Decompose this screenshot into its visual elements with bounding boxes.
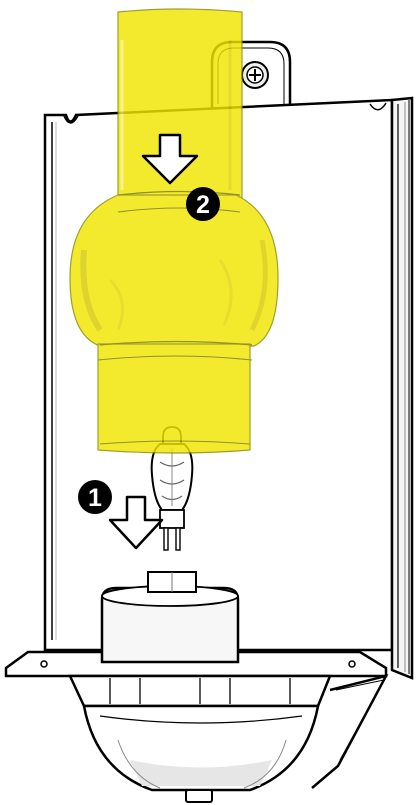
step-badge-2: 2	[186, 187, 220, 221]
shade-lower-neck	[98, 344, 250, 453]
bracket-screw-icon	[242, 62, 268, 88]
step-badge-2-number: 2	[196, 191, 210, 219]
step-badge-1: 1	[78, 480, 112, 514]
shade-bulb	[70, 195, 278, 346]
step-badge-1-number: 1	[88, 484, 102, 512]
